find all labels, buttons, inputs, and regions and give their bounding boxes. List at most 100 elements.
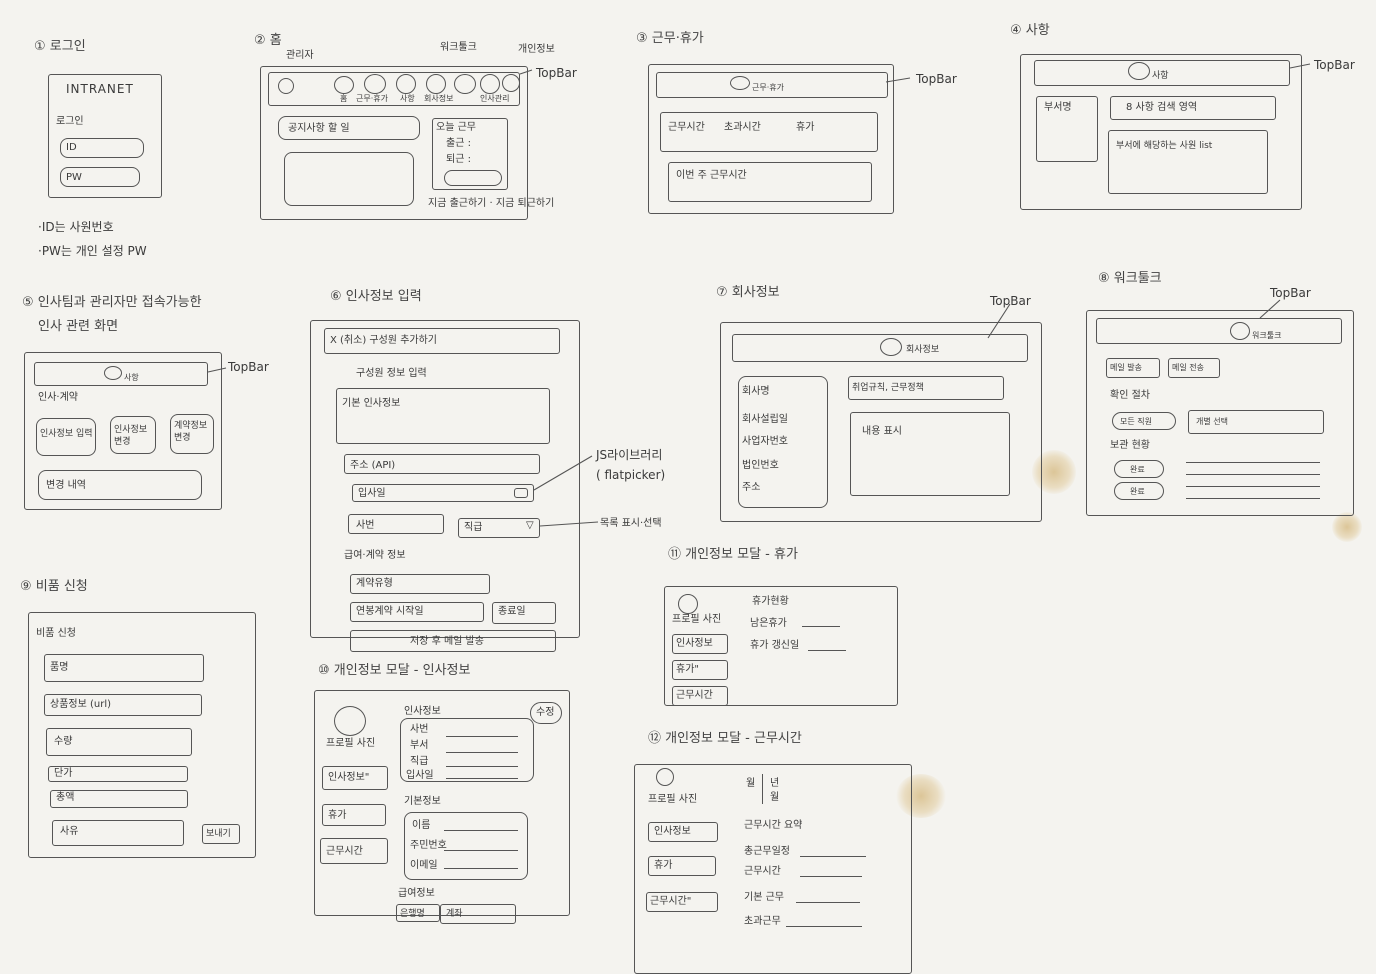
nav-staff[interactable]: 사항 <box>400 94 415 103</box>
nav-staff-icon[interactable] <box>396 74 416 94</box>
pw-input[interactable] <box>60 167 140 187</box>
hr-input-button[interactable] <box>36 418 96 456</box>
bank-label: 은행명 <box>400 909 425 919</box>
rank-select[interactable] <box>458 518 540 538</box>
personal-label: 개인정보 <box>518 44 555 55</box>
admin-icon[interactable] <box>278 78 294 94</box>
mail-send-button[interactable] <box>1106 358 1160 378</box>
item-name-input[interactable] <box>44 654 204 682</box>
confirm-label: 확인 절차 <box>1110 390 1150 401</box>
sketch-title: ① 로그인 <box>34 39 86 54</box>
status-line <box>1186 498 1320 499</box>
tab-worktime-label: 근무시간 <box>326 846 363 857</box>
tab-work[interactable]: 근무·휴가 <box>752 83 784 92</box>
unit-price-input[interactable] <box>48 766 188 782</box>
search-box[interactable] <box>1110 96 1276 120</box>
mail-send-label: 메일 발송 <box>1110 363 1142 372</box>
tab-staff[interactable]: 사항 <box>1152 71 1169 81</box>
save-button[interactable] <box>350 630 556 652</box>
hr-row-line <box>446 752 518 753</box>
tab-hr[interactable] <box>648 822 718 842</box>
hr-section-title: 인사정보 <box>404 706 441 717</box>
chevron-down-icon[interactable]: ▽ <box>526 520 534 531</box>
nav-work[interactable]: 근무·휴가 <box>356 94 388 103</box>
tab-icon[interactable] <box>1128 62 1150 80</box>
hr-change-button[interactable] <box>110 416 156 454</box>
nav-work-icon[interactable] <box>364 74 386 94</box>
checkin-button[interactable] <box>444 170 502 186</box>
nav-home-icon[interactable] <box>334 76 354 94</box>
tab-worktool[interactable]: 워크툴크 <box>1252 331 1282 340</box>
tab-icon[interactable] <box>880 338 902 356</box>
status-label: 완료 <box>1130 465 1145 474</box>
select-individual-input[interactable] <box>1188 410 1324 434</box>
total-input[interactable] <box>50 790 188 808</box>
tab-icon[interactable] <box>730 76 750 90</box>
tab-icon[interactable] <box>104 366 122 380</box>
contract-type-input[interactable] <box>350 574 490 594</box>
hr-input-label: 인사정보 입력 <box>40 429 93 439</box>
id-input[interactable] <box>60 138 144 158</box>
tab-icon[interactable] <box>1230 322 1250 340</box>
worktime-row: 기본 근무 <box>744 892 784 903</box>
tab-hr[interactable] <box>322 766 388 790</box>
tab-worktime-label: 근무시간 <box>676 690 713 701</box>
address-label: 주소 (API) <box>350 460 396 471</box>
tab-leave[interactable] <box>322 804 386 826</box>
basic-row-line <box>444 850 518 851</box>
tab-worktime[interactable] <box>646 892 718 912</box>
nav-company[interactable]: 회사정보 <box>424 94 454 103</box>
quantity-input[interactable] <box>46 728 192 756</box>
nav-hr[interactable]: 인사관리 <box>480 94 510 103</box>
worktool-icon[interactable] <box>454 74 476 94</box>
basic-info-label: 기본 인사정보 <box>342 398 401 409</box>
contract-start-input[interactable] <box>350 602 484 622</box>
all-staff-option[interactable] <box>1112 412 1176 430</box>
sketch-title: ④ 사항 <box>1010 23 1050 38</box>
emp-no-input[interactable] <box>348 514 444 534</box>
month2-label: 월 <box>770 792 780 803</box>
edit-button[interactable] <box>530 702 562 724</box>
contract-change-button[interactable] <box>170 414 214 454</box>
account-label: 계좌 <box>446 909 463 919</box>
account-field <box>440 904 516 924</box>
topbar-label: TopBar <box>536 66 577 80</box>
hr-row-label: 부서 <box>410 740 429 751</box>
product-url-label: 상품정보 (url) <box>50 699 112 710</box>
header-label[interactable]: X (취소) 구성원 추가하기 <box>330 335 437 346</box>
join-date-input[interactable] <box>352 484 534 502</box>
tab-leave[interactable] <box>648 856 716 876</box>
contract-end-label: 종료일 <box>498 606 526 617</box>
tab-worktime[interactable] <box>320 838 388 864</box>
contract-type-label: 계약유형 <box>356 578 393 589</box>
tab-worktime[interactable] <box>672 686 728 706</box>
nav-company-icon[interactable] <box>426 74 446 94</box>
sketch-title: ⑪ 개인정보 모달 - 휴가 <box>668 547 798 562</box>
tab-staff[interactable]: 사항 <box>124 373 139 382</box>
mail-transfer-button[interactable] <box>1168 358 1220 378</box>
calendar-icon[interactable] <box>514 488 528 498</box>
policy-content-label: 내용 표시 <box>862 426 902 437</box>
hr-frame <box>24 352 222 510</box>
tab-company[interactable]: 회사정보 <box>906 345 940 355</box>
hr-icon[interactable] <box>480 74 500 94</box>
sketch-title: ⑨ 비품 신청 <box>20 579 88 594</box>
search-label: 8 사항 검색 영역 <box>1126 102 1198 113</box>
history-box[interactable] <box>38 470 202 500</box>
status-badge <box>1114 482 1164 500</box>
send-button[interactable] <box>202 824 240 844</box>
reason-input[interactable] <box>52 820 184 846</box>
tab-hr[interactable] <box>672 634 728 654</box>
checkout-time: 퇴근 : <box>446 154 471 165</box>
product-url-input[interactable] <box>44 694 202 716</box>
annotation-flatpicker: ( flatpicker) <box>596 468 666 482</box>
worktime-row-line <box>800 856 866 857</box>
login-label: 로그인 <box>56 116 84 127</box>
contract-end-input[interactable] <box>492 602 556 624</box>
edit-label: 수정 <box>536 707 555 718</box>
policy-tabs[interactable] <box>848 376 1004 400</box>
personal-icon[interactable] <box>502 74 520 92</box>
tab-leave[interactable] <box>672 660 728 680</box>
pay-section-title: 급여정보 <box>398 888 435 899</box>
nav-home[interactable]: 홈 <box>340 94 348 103</box>
